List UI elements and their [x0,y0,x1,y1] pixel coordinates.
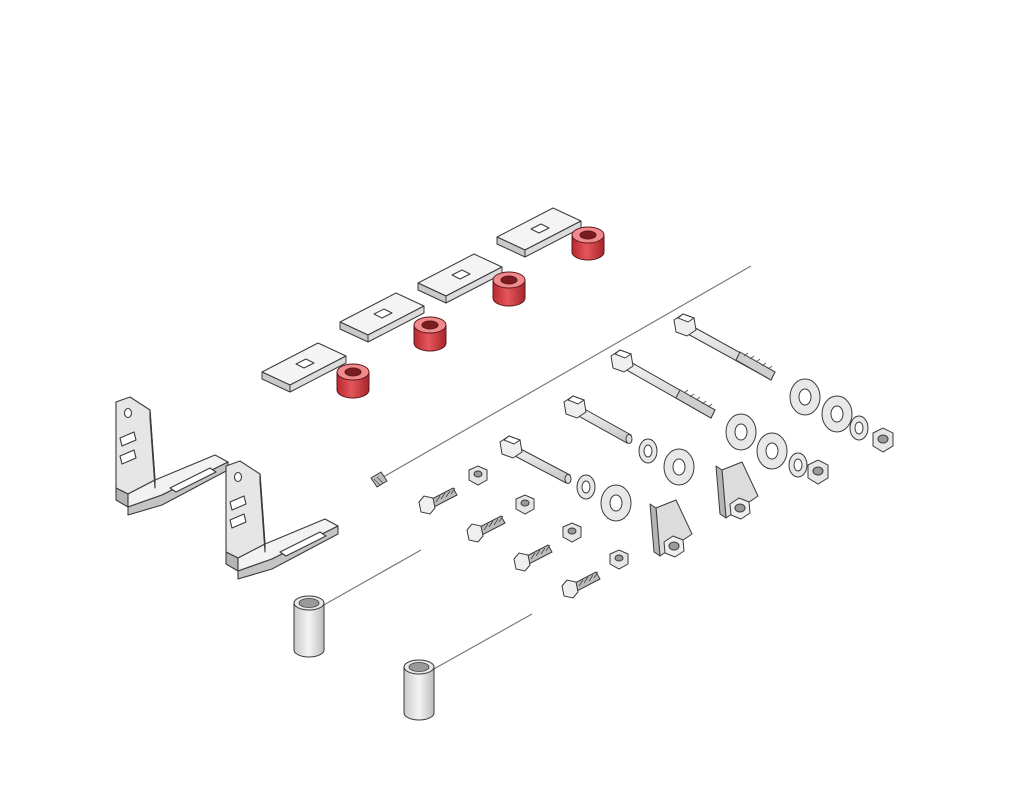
long-hex-bolt-2 [610,349,716,419]
mounting-bracket-2 [225,460,339,580]
lock-washer-2 [638,438,658,464]
hex-nut-1 [468,465,488,486]
flat-washer-3 [725,413,757,451]
flat-washer-6 [821,395,853,433]
short-bolt-1 [418,487,458,515]
shim-plate-3 [417,253,503,304]
short-bolt-4 [561,571,601,599]
medium-hex-bolt-2 [499,435,572,484]
red-spacer-1 [336,363,370,399]
shim-plate-1 [261,342,347,393]
lock-washer-4 [849,415,869,441]
short-bolt-3 [513,544,553,572]
medium-hex-bolt-1 [563,395,633,444]
shim-plate-4 [496,207,582,258]
hex-nut-4 [609,549,629,570]
flat-washer-5 [789,378,821,416]
mounting-bracket-1 [115,396,229,516]
flat-washer-1 [600,484,632,522]
red-spacer-4 [571,226,605,261]
hex-nut-5 [807,459,829,485]
hex-nut-6 [872,427,894,453]
red-spacer-3 [492,271,526,307]
red-spacer-2 [413,316,447,352]
hex-nut-3 [562,522,582,543]
hex-nut-2 [515,494,535,515]
lock-washer-3 [788,452,808,478]
shim-plate-2 [339,292,425,343]
sleeve-tool-1 [293,549,422,658]
wire-tool [370,265,752,488]
lock-washer-1 [576,474,596,500]
flat-washer-4 [756,432,788,470]
flat-washer-2 [663,448,695,486]
sleeve-tool-2 [403,613,533,721]
clip-nut-2 [715,461,759,520]
short-bolt-2 [466,515,506,543]
long-hex-bolt-1 [673,313,776,381]
clip-nut-1 [649,499,693,558]
